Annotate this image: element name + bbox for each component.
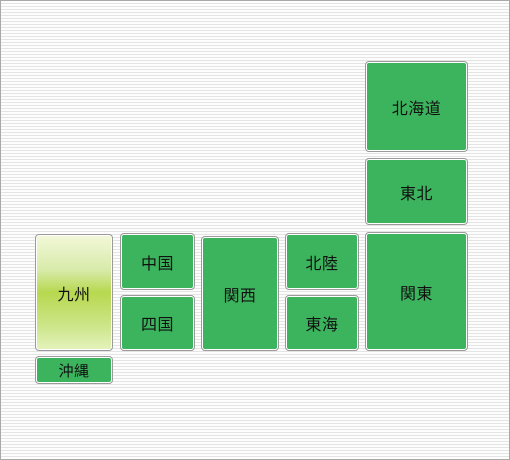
region-hokuriku-button[interactable]: 北陸 [285,233,359,290]
region-label: 東北 [399,183,433,203]
region-label: 中国 [140,253,174,273]
region-label: 北海道 [391,98,442,118]
region-label: 沖縄 [58,361,90,380]
region-label: 東海 [305,315,339,334]
region-label: 四国 [140,315,174,334]
region-label: 九州 [57,284,91,304]
region-label: 北陸 [305,253,339,273]
region-kyushu-button[interactable]: 九州 [35,234,113,351]
region-label: 関西 [223,285,257,305]
region-shikoku-button[interactable]: 四国 [120,295,195,351]
region-kanto-button[interactable]: 関東 [365,232,468,351]
region-okinawa-button[interactable]: 沖縄 [35,356,113,384]
region-hokkaido-button[interactable]: 北海道 [365,61,468,152]
region-tohoku-button[interactable]: 東北 [365,158,468,225]
region-chugoku-button[interactable]: 中国 [120,233,195,290]
region-kansai-button[interactable]: 関西 [201,236,279,351]
region-label: 関東 [399,283,433,303]
region-tokai-button[interactable]: 東海 [285,295,359,351]
